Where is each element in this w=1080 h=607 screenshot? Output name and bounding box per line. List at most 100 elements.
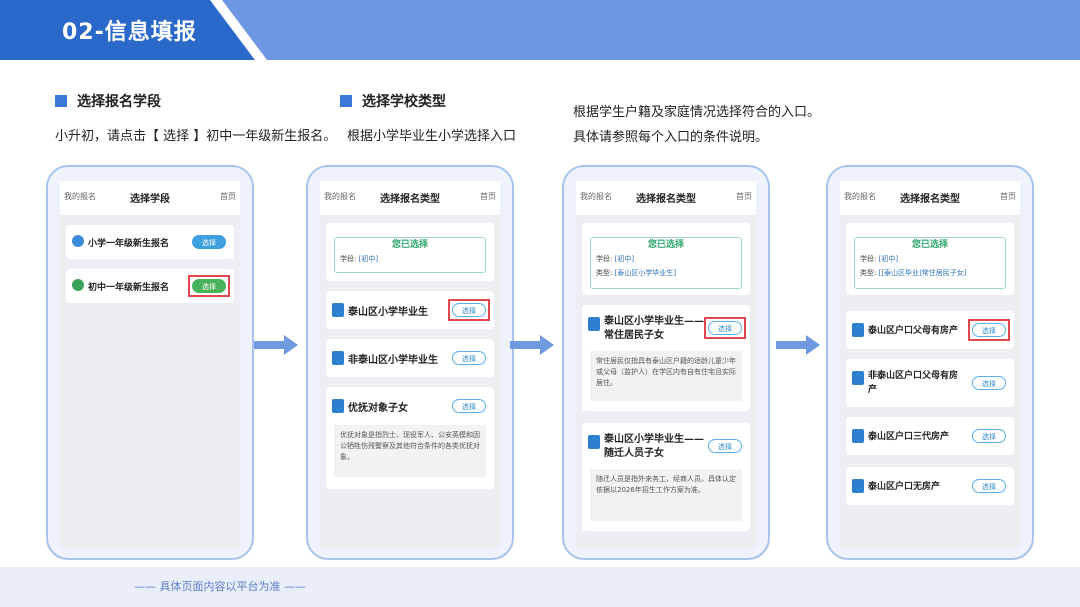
bullet-square-icon: [55, 95, 67, 107]
chosen-grade: 学段: [初中]: [596, 254, 634, 264]
page-title: 02-信息填报: [62, 20, 197, 45]
phone2-screen: 我的报名 选择报名类型 首页 您已选择 学段: [初中] 泰山区小学毕业生 选择…: [320, 181, 500, 548]
option-label: 非泰山区户口父母有房产: [868, 371, 959, 395]
housing-option-local-owned[interactable]: 泰山区户口父母有房产 选择: [846, 311, 1014, 349]
category-option-migrant[interactable]: 泰山区小学毕业生——随迁人员子女 选择 随迁人员是指外来务工、经商人员。具体认定…: [582, 423, 750, 531]
building-icon: [852, 429, 864, 443]
chosen-box: 您已选择 学段: [初中]: [334, 237, 486, 273]
chosen-type-value: [泰山区小学毕业生]: [614, 269, 677, 277]
highlight-box: [704, 317, 746, 339]
option-label: 泰山区户口父母有房产: [868, 326, 959, 336]
select-button[interactable]: 选择: [972, 479, 1006, 493]
chosen-grade-value: [初中]: [358, 255, 379, 263]
option-label: 泰山区户口三代房产: [868, 432, 950, 442]
chosen-grade-label: 学段:: [596, 255, 613, 263]
phone1-title: 选择学段: [130, 194, 170, 205]
highlight-box: [448, 299, 490, 321]
back-link[interactable]: 我的报名: [844, 192, 876, 201]
chosen-title: 您已选择: [391, 240, 428, 250]
option-description: 优抚对象是指烈士、现役军人、公安英模和因公牺牲伤残警察及其他符合条件的各类优抚对…: [334, 425, 486, 477]
back-link[interactable]: 我的报名: [580, 192, 612, 201]
highlight-box: [188, 275, 230, 297]
chosen-grade-label: 学段:: [340, 255, 357, 263]
select-button[interactable]: 选择: [708, 321, 742, 335]
phone-mockup-3: 我的报名 选择报名类型 首页 您已选择 学段: [初中] 类型: [泰山区小学毕…: [562, 165, 770, 560]
phone1-screen: 我的报名 选择学段 首页 小学一年级新生报名 选择 初中一年级新生报名 选择: [60, 181, 240, 548]
step2-text: 根据小学毕业生小学选择入口: [347, 129, 517, 144]
select-button[interactable]: 选择: [972, 376, 1006, 390]
select-button[interactable]: 选择: [192, 279, 226, 293]
home-link[interactable]: 首页: [220, 192, 236, 201]
footer-band: —— 具体页面内容以平台为准 ——: [0, 567, 1080, 607]
header-bar: 02-信息填报: [0, 0, 1080, 60]
step2-heading-text: 选择学校类型: [362, 94, 446, 110]
chosen-title: 您已选择: [647, 240, 684, 250]
arrow-right-icon: [254, 335, 298, 355]
select-button[interactable]: 选择: [972, 429, 1006, 443]
type-option-nonlocal[interactable]: 非泰山区小学毕业生 选择: [326, 339, 494, 377]
select-button[interactable]: 选择: [452, 399, 486, 413]
option-label: 优抚对象子女: [348, 403, 408, 414]
home-link[interactable]: 首页: [736, 192, 752, 201]
type-option-local[interactable]: 泰山区小学毕业生 选择: [326, 291, 494, 329]
option-label: 小学一年级新生报名: [88, 239, 170, 249]
chosen-type-label: 类型:: [596, 269, 613, 277]
housing-option-no-property[interactable]: 泰山区户口无房产 选择: [846, 467, 1014, 505]
back-link[interactable]: 我的报名: [324, 192, 356, 201]
building-icon: [588, 317, 600, 331]
select-button[interactable]: 选择: [192, 235, 226, 249]
chosen-box: 您已选择 学段: [初中] 类型: [[泰山区毕业]常住居民子女]: [854, 237, 1006, 289]
category-option-resident[interactable]: 泰山区小学毕业生——常住居民子女 选择 常住居民仅指具有泰山区户籍的适龄儿童少年…: [582, 305, 750, 411]
option-description: 常住居民仅指具有泰山区户籍的适龄儿童少年或父母（监护人）在学区内有自有住宅且实际…: [590, 351, 742, 401]
select-button[interactable]: 选择: [708, 439, 742, 453]
chosen-grade-value: [初中]: [878, 255, 899, 263]
phone-mockup-1: 我的报名 选择学段 首页 小学一年级新生报名 选择 初中一年级新生报名 选择: [46, 165, 254, 560]
chosen-card: 您已选择 学段: [初中] 类型: [泰山区小学毕业生]: [582, 223, 750, 295]
arrow-right-icon: [776, 335, 820, 355]
select-button[interactable]: 选择: [452, 303, 486, 317]
option-label: 非泰山区小学毕业生: [348, 355, 438, 366]
building-icon: [852, 323, 864, 337]
building-icon: [332, 399, 344, 413]
building-icon: [332, 351, 344, 365]
header-title-box: [0, 0, 255, 60]
phone3-title: 选择报名类型: [636, 194, 696, 205]
step3-text-line2: 具体请参照每个入口的条件说明。: [573, 130, 769, 145]
building-icon: [588, 435, 600, 449]
chosen-type-label: 类型:: [860, 269, 877, 277]
select-button[interactable]: 选择: [972, 323, 1006, 337]
step1-heading-text: 选择报名学段: [77, 94, 161, 110]
stage-option-primary[interactable]: 小学一年级新生报名 选择: [66, 225, 234, 259]
footer-note: —— 具体页面内容以平台为准 ——: [134, 580, 306, 593]
phone2-title: 选择报名类型: [380, 194, 440, 205]
step1-heading: 选择报名学段: [55, 91, 161, 111]
select-button[interactable]: 选择: [452, 351, 486, 365]
housing-option-nonlocal-owned[interactable]: 非泰山区户口父母有房产 选择: [846, 359, 1014, 407]
option-label: 泰山区小学毕业生——随迁人员子女: [604, 434, 704, 459]
chosen-grade: 学段: [初中]: [860, 254, 898, 264]
phone3-topbar: 我的报名 选择报名类型 首页: [576, 181, 756, 215]
step2-heading: 选择学校类型: [340, 91, 446, 111]
housing-option-three-generations[interactable]: 泰山区户口三代房产 选择: [846, 417, 1014, 455]
home-link[interactable]: 首页: [1000, 192, 1016, 201]
school-icon: [72, 279, 84, 291]
option-label: 初中一年级新生报名: [88, 283, 170, 293]
phone-mockup-2: 我的报名 选择报名类型 首页 您已选择 学段: [初中] 泰山区小学毕业生 选择…: [306, 165, 514, 560]
chosen-grade: 学段: [初中]: [340, 254, 378, 264]
chosen-type-value: [[泰山区毕业]常住居民子女]: [878, 269, 967, 277]
option-label: 泰山区小学毕业生——常住居民子女: [604, 316, 704, 341]
chosen-card: 您已选择 学段: [初中]: [326, 223, 494, 281]
phone4-screen: 我的报名 选择报名类型 首页 您已选择 学段: [初中] 类型: [[泰山区毕业…: [840, 181, 1020, 548]
bullet-square-icon: [340, 95, 352, 107]
home-link[interactable]: 首页: [480, 192, 496, 201]
back-link[interactable]: 我的报名: [64, 192, 96, 201]
option-description: 随迁人员是指外来务工、经商人员。具体认定依据以2026年招生工作方案为准。: [590, 469, 742, 521]
phone4-title: 选择报名类型: [900, 194, 960, 205]
phone2-topbar: 我的报名 选择报名类型 首页: [320, 181, 500, 215]
phone3-screen: 我的报名 选择报名类型 首页 您已选择 学段: [初中] 类型: [泰山区小学毕…: [576, 181, 756, 548]
building-icon: [852, 479, 864, 493]
chosen-box: 您已选择 学段: [初中] 类型: [泰山区小学毕业生]: [590, 237, 742, 289]
step1-text: 小升初，请点击【 选择 】初中一年级新生报名。: [55, 129, 337, 144]
stage-option-junior[interactable]: 初中一年级新生报名 选择: [66, 269, 234, 303]
type-option-special-care[interactable]: 优抚对象子女 选择 优抚对象是指烈士、现役军人、公安英模和因公牺牲伤残警察及其他…: [326, 387, 494, 489]
